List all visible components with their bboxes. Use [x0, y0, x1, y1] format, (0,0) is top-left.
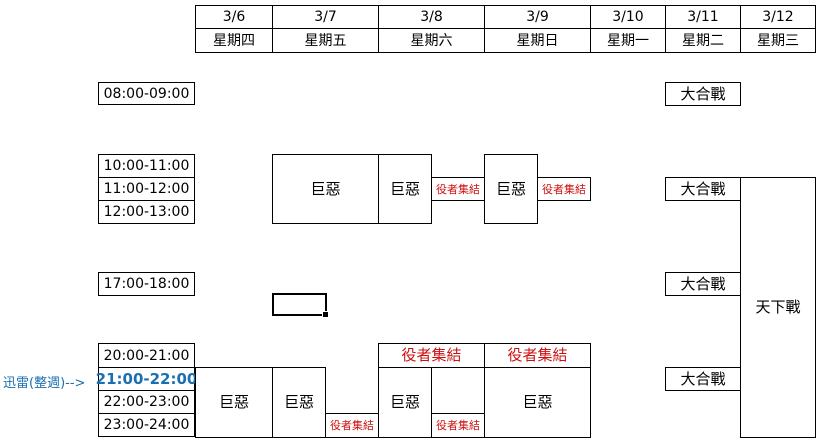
time-slot-2100[interactable]: 21:00-22:00: [96, 367, 197, 391]
date-header-0312[interactable]: 3/12: [740, 5, 816, 29]
weekday-header-wed[interactable]: 星期三: [740, 28, 816, 53]
event-big-evil-fri-day[interactable]: 巨惡: [272, 154, 379, 224]
date-header-0310[interactable]: 3/10: [590, 5, 666, 29]
event-muster-sun-day[interactable]: 役者集結: [537, 177, 591, 201]
weekday-header-fri[interactable]: 星期五: [272, 28, 379, 53]
weekday-header-tue[interactable]: 星期二: [665, 28, 741, 53]
event-big-evil-sun-night[interactable]: 巨惡: [484, 367, 591, 438]
highlight-label: 迅雷(整週)-->: [3, 375, 86, 391]
event-big-evil-sat-night[interactable]: 巨惡: [378, 367, 432, 438]
date-header-0308[interactable]: 3/8: [378, 5, 485, 29]
date-header-0311[interactable]: 3/11: [665, 5, 741, 29]
event-grand-battle-tue-2100[interactable]: 大合戰: [665, 367, 741, 391]
time-slot-2300[interactable]: 23:00-24:00: [98, 413, 195, 437]
event-grand-battle-tue-0800[interactable]: 大合戰: [665, 82, 741, 106]
time-slot-0800[interactable]: 08:00-09:00: [98, 82, 195, 105]
time-slot-2000[interactable]: 20:00-21:00: [98, 343, 195, 368]
fill-handle[interactable]: [322, 311, 329, 318]
time-slot-2200[interactable]: 22:00-23:00: [98, 390, 195, 414]
event-big-evil-sat-day[interactable]: 巨惡: [378, 154, 432, 224]
event-muster-sat-day[interactable]: 役者集結: [431, 177, 485, 201]
event-big-evil-sun-day[interactable]: 巨惡: [484, 154, 538, 224]
selected-cell[interactable]: [272, 293, 329, 318]
event-world-battle-wed[interactable]: 天下戰: [740, 177, 816, 438]
date-header-0309[interactable]: 3/9: [484, 5, 591, 29]
event-grand-battle-tue-1100[interactable]: 大合戰: [665, 177, 741, 201]
date-header-0307[interactable]: 3/7: [272, 5, 379, 29]
weekday-header-mon[interactable]: 星期一: [590, 28, 666, 53]
event-muster-sat-night[interactable]: 役者集結: [431, 413, 485, 438]
time-slot-1100[interactable]: 11:00-12:00: [98, 177, 195, 201]
event-big-evil-thu-night[interactable]: 巨惡: [195, 367, 273, 438]
event-muster-sat-2000[interactable]: 役者集結: [378, 343, 485, 368]
time-slot-1200[interactable]: 12:00-13:00: [98, 200, 195, 224]
time-slot-1700[interactable]: 17:00-18:00: [98, 272, 195, 296]
event-grand-battle-tue-1700[interactable]: 大合戰: [665, 272, 741, 296]
event-muster-fri-night[interactable]: 役者集結: [325, 413, 379, 438]
time-slot-1000[interactable]: 10:00-11:00: [98, 154, 195, 178]
event-big-evil-fri-night[interactable]: 巨惡: [272, 367, 326, 438]
weekday-header-sat[interactable]: 星期六: [378, 28, 485, 53]
event-muster-sun-2000[interactable]: 役者集結: [484, 343, 591, 368]
weekday-header-thu[interactable]: 星期四: [195, 28, 273, 53]
weekday-header-sun[interactable]: 星期日: [484, 28, 591, 53]
date-header-0306[interactable]: 3/6: [195, 5, 273, 29]
